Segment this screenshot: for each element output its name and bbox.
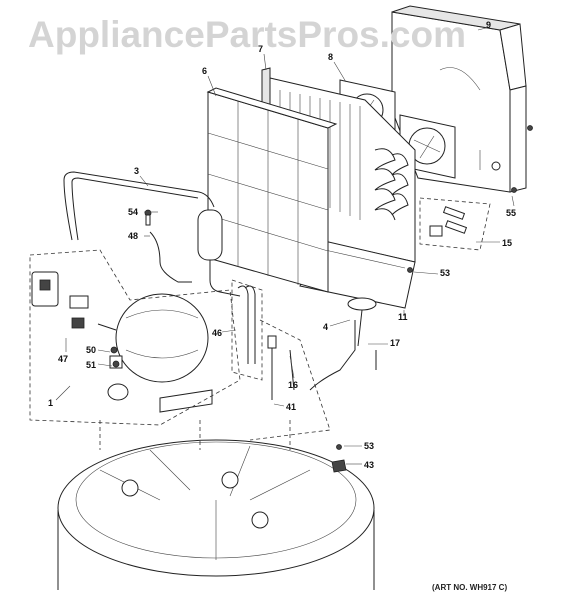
suction-tube <box>63 171 215 241</box>
callout-labels: 1 3 4 6 7 8 9 11 15 16 17 41 43 46 47 48… <box>48 20 516 470</box>
watermark: AppliancePartsPros.com <box>28 14 466 55</box>
callout-11: 11 <box>398 312 408 322</box>
callout-41: 41 <box>286 402 296 412</box>
callout-7: 7 <box>258 44 263 54</box>
air-filter <box>206 87 338 293</box>
callout-15: 15 <box>502 238 512 248</box>
tubing <box>237 285 377 400</box>
callout-48: 48 <box>128 231 138 241</box>
tank-top <box>57 439 375 590</box>
callout-51: 51 <box>86 360 96 370</box>
accumulator <box>197 209 241 297</box>
leader-lines <box>55 27 515 465</box>
callout-50: 50 <box>86 345 96 355</box>
callout-47: 47 <box>58 354 68 364</box>
callout-4: 4 <box>323 322 328 332</box>
callout-3: 3 <box>134 166 139 176</box>
callout-6: 6 <box>202 66 207 76</box>
callout-43: 43 <box>364 460 374 470</box>
callout-8: 8 <box>328 52 333 62</box>
callout-46: 46 <box>212 328 222 338</box>
callout-1: 1 <box>48 398 53 408</box>
bracket-parts <box>429 206 468 237</box>
callout-53-upper: 53 <box>440 268 450 278</box>
callout-53-lower: 53 <box>364 441 374 451</box>
callout-17: 17 <box>390 338 400 348</box>
callout-55: 55 <box>506 208 516 218</box>
terminal-box-parts <box>31 271 89 329</box>
callout-16: 16 <box>288 380 298 390</box>
art-number: (ART NO. WH917 C) <box>432 583 508 592</box>
small-parts <box>144 209 192 283</box>
fasteners <box>110 187 517 473</box>
callout-54: 54 <box>128 207 138 217</box>
callout-9: 9 <box>486 20 491 30</box>
